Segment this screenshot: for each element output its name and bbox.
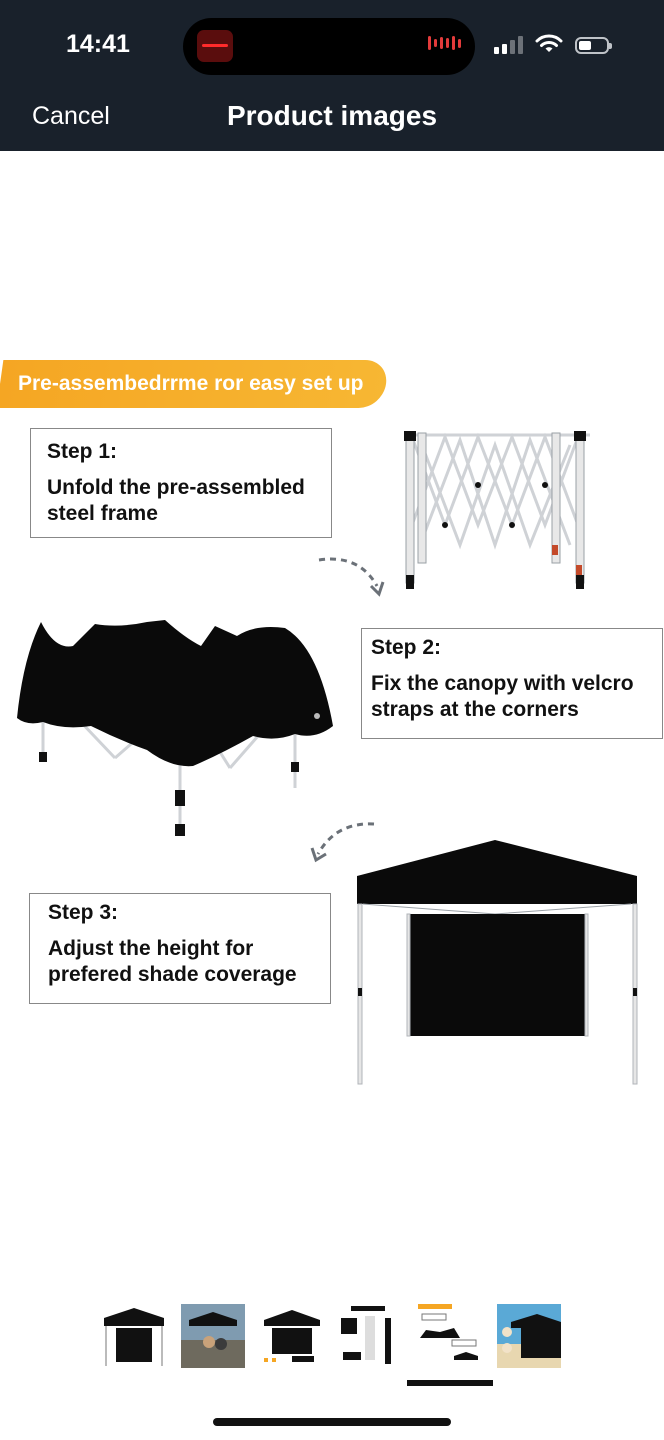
audio-waveform-icon <box>428 36 461 50</box>
dynamic-island <box>183 18 475 75</box>
step-1-box: Step 1: Unfold the pre-assembled steel f… <box>30 428 332 538</box>
wifi-icon <box>535 34 563 52</box>
draped-canopy-image <box>17 620 333 836</box>
thumbnail-2[interactable] <box>181 1304 245 1368</box>
page-title: Product images <box>226 100 438 131</box>
feature-banner: Pre-assembedrrme ror easy set up <box>0 360 390 408</box>
cellular-signal-icon <box>494 36 523 54</box>
thumbnail-strip <box>102 1304 561 1386</box>
step-1-text: Unfold the pre-assembled steel frame <box>47 476 305 525</box>
status-icons <box>494 34 612 54</box>
steel-frame-image <box>404 431 590 589</box>
step-2-text: Fix the canopy with velcro straps at the… <box>371 672 634 721</box>
step-3-text: Adjust the height for prefered shade cov… <box>48 937 297 986</box>
thumbnail-6[interactable] <box>497 1304 561 1368</box>
home-indicator[interactable] <box>213 1418 451 1426</box>
banner-text: Pre-assembedrrme ror easy set up <box>18 372 364 395</box>
thumbnail-3[interactable] <box>260 1304 324 1368</box>
step-1-title: Step 1: <box>47 440 118 463</box>
step-2-title: Step 2: <box>371 636 442 659</box>
finished-canopy-image <box>357 840 638 1085</box>
thumbnail-4[interactable] <box>339 1304 403 1368</box>
battery-icon <box>575 37 612 54</box>
dashed-arrow-icon <box>318 557 385 597</box>
dashed-arrow-icon <box>310 822 375 863</box>
cancel-button[interactable]: Cancel <box>32 102 110 130</box>
step-2-box: Step 2: Fix the canopy with velcro strap… <box>361 628 663 739</box>
step-3-box: Step 3: Adjust the height for prefered s… <box>29 893 331 1004</box>
recording-icon <box>197 30 233 62</box>
thumbnail-1[interactable] <box>102 1304 166 1368</box>
thumbnail-5[interactable] <box>407 1304 493 1386</box>
status-time: 14:41 <box>66 30 130 58</box>
step-3-title: Step 3: <box>48 901 119 924</box>
top-bar: 14:41 Cancel Product images <box>0 0 664 151</box>
